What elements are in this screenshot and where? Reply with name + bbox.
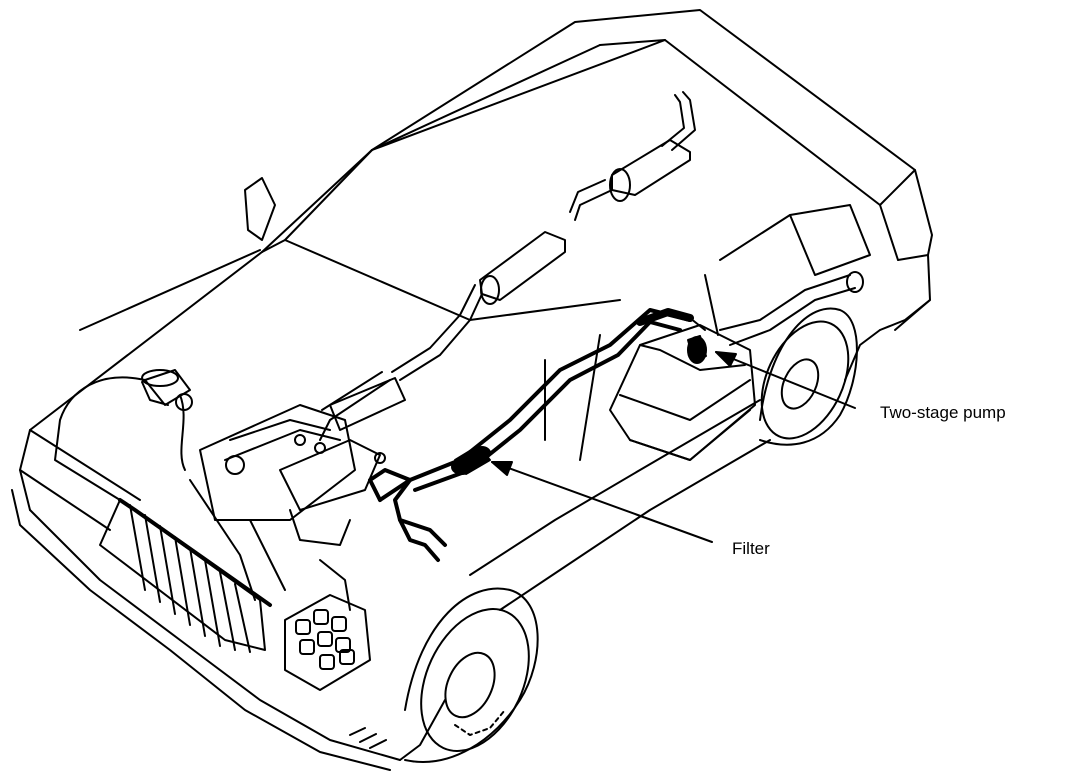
battery: [284, 594, 371, 691]
fuel-tank: [609, 271, 864, 461]
pump-leader-arrow: [715, 351, 856, 409]
filter-label: Filter: [732, 539, 770, 558]
two-stage-pump-label: Two-stage pump: [880, 403, 1006, 422]
tank-feed-line: [636, 308, 706, 331]
front-wheel: [404, 587, 539, 763]
fuel-filter: [451, 445, 491, 475]
fuel-lines: [368, 308, 692, 562]
exhaust-system: [319, 91, 696, 441]
engine: [189, 404, 386, 611]
filter-leader-arrow: [491, 461, 713, 543]
two-stage-pump: [687, 335, 707, 364]
car-body: [11, 9, 933, 771]
reservoir: [54, 369, 193, 501]
rear-wheel: [759, 307, 858, 446]
radiator: [99, 498, 272, 653]
